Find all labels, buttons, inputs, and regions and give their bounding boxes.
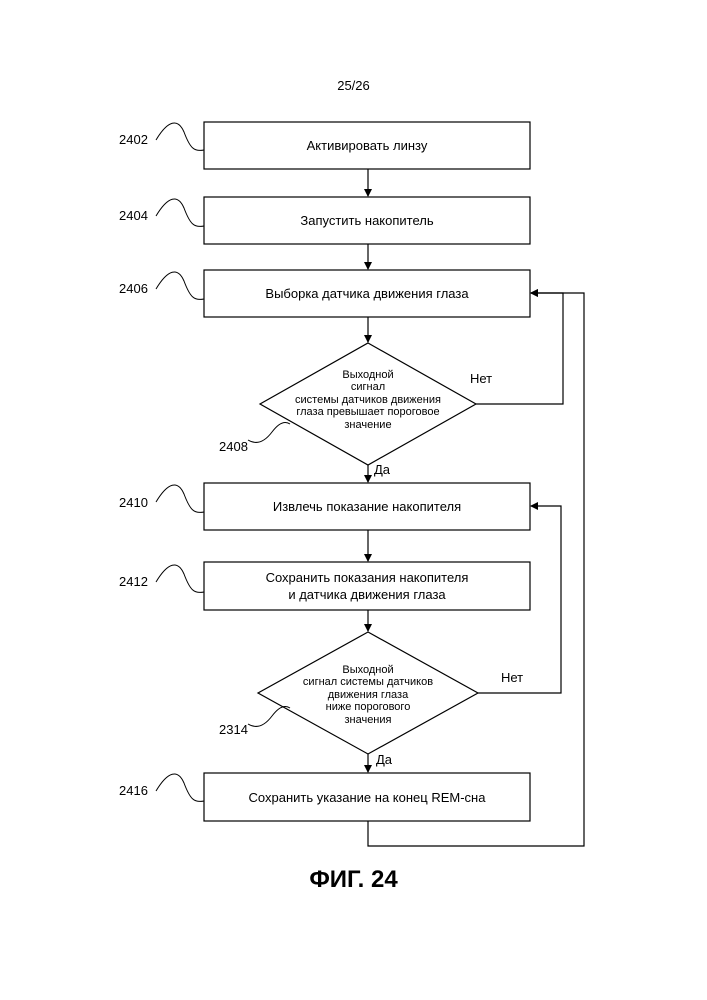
step-2404-label: Запустить накопитель — [204, 197, 530, 244]
decision-2314-label: Выходной сигнал системы датчиков движени… — [278, 658, 458, 732]
leader-2402 — [156, 123, 204, 151]
ref-2408: 2408 — [219, 439, 248, 454]
leader-2412 — [156, 565, 204, 593]
ref-2410: 2410 — [119, 495, 148, 510]
leader-2404 — [156, 199, 204, 227]
ref-2412: 2412 — [119, 574, 148, 589]
leader-2416 — [156, 774, 204, 802]
decision-2408-no-label: Нет — [470, 371, 492, 386]
leader-2410 — [156, 485, 204, 513]
step-2412-label: Сохранить показания накопителя и датчика… — [204, 562, 530, 610]
ref-2402: 2402 — [119, 132, 148, 147]
step-2410-label: Извлечь показание накопителя — [204, 483, 530, 530]
decision-2408-label: Выходной сигнал системы датчиков движени… — [278, 364, 458, 436]
step-2406-label: Выборка датчика движения глаза — [204, 270, 530, 317]
ref-2406: 2406 — [119, 281, 148, 296]
decision-2314-yes-label: Да — [376, 752, 392, 767]
ref-2314: 2314 — [219, 722, 248, 737]
ref-2404: 2404 — [119, 208, 148, 223]
step-2416-label: Сохранить указание на конец REM-сна — [204, 773, 530, 821]
ref-2416: 2416 — [119, 783, 148, 798]
figure-caption: ФИГ. 24 — [0, 866, 707, 894]
step-2402-label: Активировать линзу — [204, 122, 530, 169]
decision-2314-no-label: Нет — [501, 670, 523, 685]
leader-2406 — [156, 272, 204, 300]
decision-2408-yes-label: Да — [374, 462, 390, 477]
